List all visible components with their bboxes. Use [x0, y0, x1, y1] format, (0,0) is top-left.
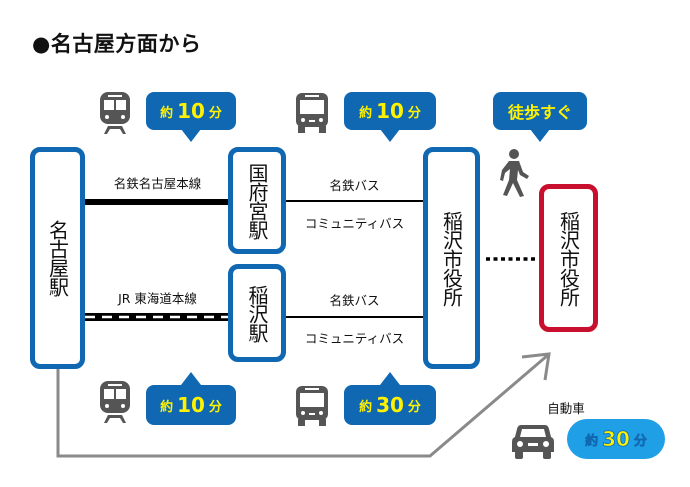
time-bubble-walk: 徒歩すぐ [493, 92, 587, 130]
upper-bus-label-1: 名鉄バス [329, 178, 380, 193]
destination-city-hall: 稲沢市役所 [539, 184, 598, 332]
bubble-tail [380, 129, 400, 142]
bubble-tail [181, 372, 201, 385]
bubble-tail [380, 372, 400, 385]
walking-person-icon [497, 148, 531, 202]
car-route-arrow [56, 353, 549, 458]
station-inazawa: 稲沢駅 [228, 264, 286, 362]
page-title: ●名古屋方面から [32, 32, 202, 56]
car-arrow-head [521, 352, 551, 381]
station-nagoya-label: 名古屋駅 [45, 220, 70, 296]
stop-city-hall: 稲沢市役所 [423, 147, 480, 369]
destination-label: 稲沢市役所 [556, 210, 581, 306]
bubble-tail [181, 129, 201, 142]
bus-icon [294, 92, 330, 138]
car-icon [512, 422, 554, 464]
lower-bus-label-1: 名鉄バス [329, 293, 380, 308]
station-inazawa-label: 稲沢駅 [245, 284, 269, 342]
lower-bus-label-2: コミュニティバス [304, 331, 405, 346]
train-icon [96, 380, 134, 428]
bubble-tail [530, 129, 550, 142]
station-konomiya-label: 国府宮駅 [245, 162, 269, 239]
station-nagoya: 名古屋駅 [30, 147, 85, 369]
train-icon [96, 91, 134, 139]
stop-city-hall-label: 稲沢市役所 [439, 210, 464, 306]
car-label: 自動車 [547, 401, 585, 416]
bus-icon [294, 385, 330, 431]
meitetsu-line-label: 名鉄名古屋本線 [113, 176, 202, 191]
jr-line-label: JR 東海道本線 [118, 291, 197, 306]
station-konomiya: 国府宮駅 [228, 147, 286, 254]
upper-bus-label-2: コミュニティバス [304, 216, 405, 231]
